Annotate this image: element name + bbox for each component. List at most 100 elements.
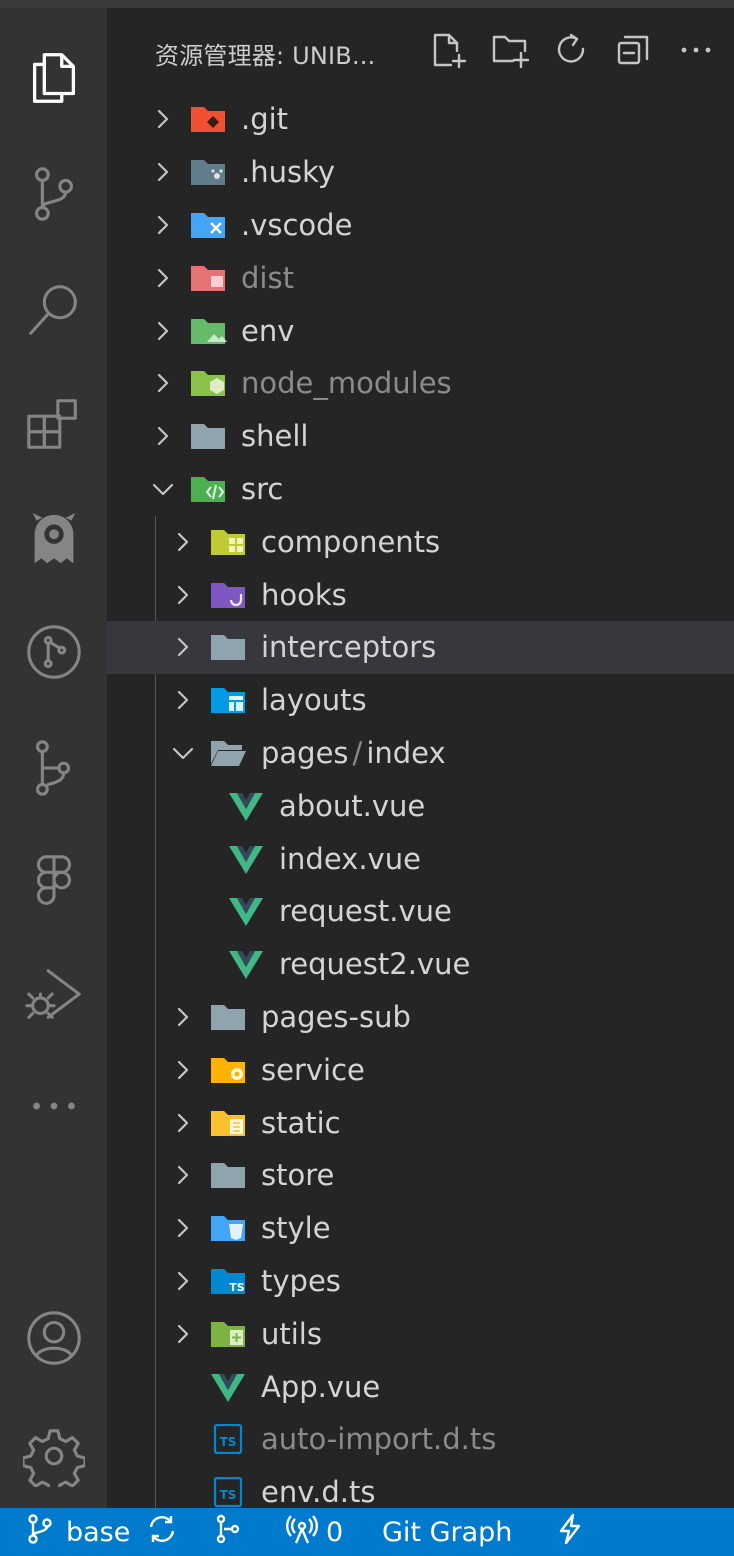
chevron-right-icon[interactable] — [171, 1163, 195, 1187]
gitlens-status[interactable] — [212, 1508, 244, 1556]
tree-file-item[interactable]: about.vue — [107, 779, 734, 832]
tree-folder-item[interactable]: hooks — [107, 568, 734, 621]
tree-file-item[interactable]: request2.vue — [107, 938, 734, 991]
refresh-button[interactable] — [541, 26, 603, 78]
tree-folder-item[interactable]: service — [107, 1043, 734, 1096]
tree-item-label: src — [241, 472, 283, 506]
tree-folder-item[interactable]: shell — [107, 410, 734, 463]
chevron-right-icon[interactable] — [151, 266, 175, 290]
tree-item-name: App.vue — [261, 1369, 381, 1404]
chevron-right-icon[interactable] — [151, 424, 175, 448]
hooks-folder-icon — [209, 580, 247, 610]
git-graph-button[interactable]: Git Graph — [382, 1508, 512, 1556]
tree-folder-item[interactable]: .husky — [107, 146, 734, 199]
vscode-folder-icon — [189, 210, 227, 240]
chevron-down-icon[interactable] — [151, 477, 175, 501]
git-graph-icon[interactable] — [0, 612, 107, 692]
tree-file-item[interactable]: index.vue — [107, 832, 734, 885]
chevron-right-icon[interactable] — [171, 1111, 195, 1135]
chevron-right-icon[interactable] — [171, 1216, 195, 1240]
source-control-icon[interactable] — [0, 154, 107, 234]
tree-folder-item[interactable]: interceptors — [107, 620, 734, 674]
tree-item-name: interceptors — [261, 630, 437, 665]
tree-file-item[interactable]: request.vue — [107, 885, 734, 938]
tree-item-name: .git — [241, 102, 289, 137]
indent-guide — [155, 516, 156, 1516]
tree-item-name: service — [261, 1052, 365, 1087]
tree-folder-item[interactable]: store — [107, 1149, 734, 1202]
chevron-right-icon[interactable] — [151, 213, 175, 237]
tree-folder-item[interactable]: utils — [107, 1307, 734, 1360]
tree-item-label: pages/index — [261, 736, 446, 770]
tree-folder-item[interactable]: node_modules — [107, 357, 734, 410]
ghost-extension-icon[interactable] — [0, 500, 107, 580]
tree-folder-item[interactable]: env — [107, 304, 734, 357]
tree-item-name: env — [241, 313, 295, 348]
chevron-right-icon[interactable] — [171, 583, 195, 607]
branch-name: base — [66, 1516, 131, 1548]
gitlens-icon — [212, 1513, 244, 1552]
git-branch-icon — [24, 1513, 56, 1552]
extensions-icon[interactable] — [0, 384, 107, 464]
settings-gear-icon[interactable] — [0, 1416, 107, 1496]
window-top-strip — [0, 0, 734, 8]
gitlens-icon[interactable] — [0, 728, 107, 808]
search-icon[interactable] — [0, 270, 107, 350]
tree-folder-item[interactable]: pages/index — [107, 727, 734, 780]
chevron-right-icon[interactable] — [151, 319, 175, 343]
lightning-button[interactable] — [554, 1508, 586, 1556]
chevron-right-icon[interactable] — [171, 635, 195, 659]
new-folder-button[interactable] — [479, 26, 541, 78]
tree-folder-item[interactable]: src — [107, 463, 734, 516]
more-icon[interactable] — [0, 1066, 107, 1146]
tree-item-name: src — [241, 471, 284, 506]
tree-item-label: env — [241, 314, 294, 348]
tree-item-name: env.d.ts — [261, 1475, 376, 1510]
types-folder-icon: TS — [209, 1266, 247, 1296]
tree-item-name: utils — [261, 1316, 322, 1351]
tree-folder-item[interactable]: style — [107, 1202, 734, 1255]
chevron-right-icon[interactable] — [151, 107, 175, 131]
explorer-icon[interactable] — [0, 38, 107, 118]
new-file-button[interactable] — [417, 26, 479, 78]
chevron-right-icon[interactable] — [171, 1269, 195, 1293]
tree-file-item[interactable]: App.vue — [107, 1360, 734, 1413]
tree-folder-item[interactable]: dist — [107, 251, 734, 304]
refresh-icon — [553, 31, 591, 73]
tree-folder-item[interactable]: static — [107, 1096, 734, 1149]
tree-item-name: request.vue — [279, 894, 452, 929]
tree-item-name: static — [261, 1105, 341, 1140]
run-debug-icon[interactable] — [0, 956, 107, 1036]
tree-item-label: env.d.ts — [261, 1475, 375, 1509]
chevron-right-icon[interactable] — [151, 371, 175, 395]
tree-folder-item[interactable]: .git — [107, 93, 734, 146]
tree-folder-item[interactable]: layouts — [107, 674, 734, 727]
new-file-icon — [429, 31, 467, 73]
chevron-right-icon[interactable] — [171, 530, 195, 554]
tree-item-label: dist — [241, 261, 294, 295]
tree-folder-item[interactable]: pages-sub — [107, 991, 734, 1044]
branch-status[interactable]: base — [24, 1508, 130, 1556]
figma-icon[interactable] — [0, 842, 107, 922]
account-icon[interactable] — [0, 1298, 107, 1378]
vue-icon — [227, 844, 265, 874]
chevron-right-icon[interactable] — [171, 1322, 195, 1346]
src-folder-icon — [189, 474, 227, 504]
sync-button[interactable] — [146, 1508, 178, 1556]
ports-status[interactable]: 0 — [286, 1508, 343, 1556]
chevron-right-icon[interactable] — [171, 1058, 195, 1082]
chevron-right-icon[interactable] — [171, 688, 195, 712]
chevron-right-icon[interactable] — [151, 160, 175, 184]
chevron-down-icon[interactable] — [171, 741, 195, 765]
tree-folder-item[interactable]: .vscode — [107, 199, 734, 252]
chevron-right-icon[interactable] — [171, 1005, 195, 1029]
more-actions-button[interactable] — [665, 26, 727, 78]
new-folder-icon — [491, 31, 530, 73]
tree-folder-item[interactable]: components — [107, 515, 734, 568]
collapse-all-button[interactable] — [603, 26, 665, 78]
git-graph-label: Git Graph — [382, 1516, 513, 1548]
tree-item-subfolder-name: index — [366, 735, 446, 770]
